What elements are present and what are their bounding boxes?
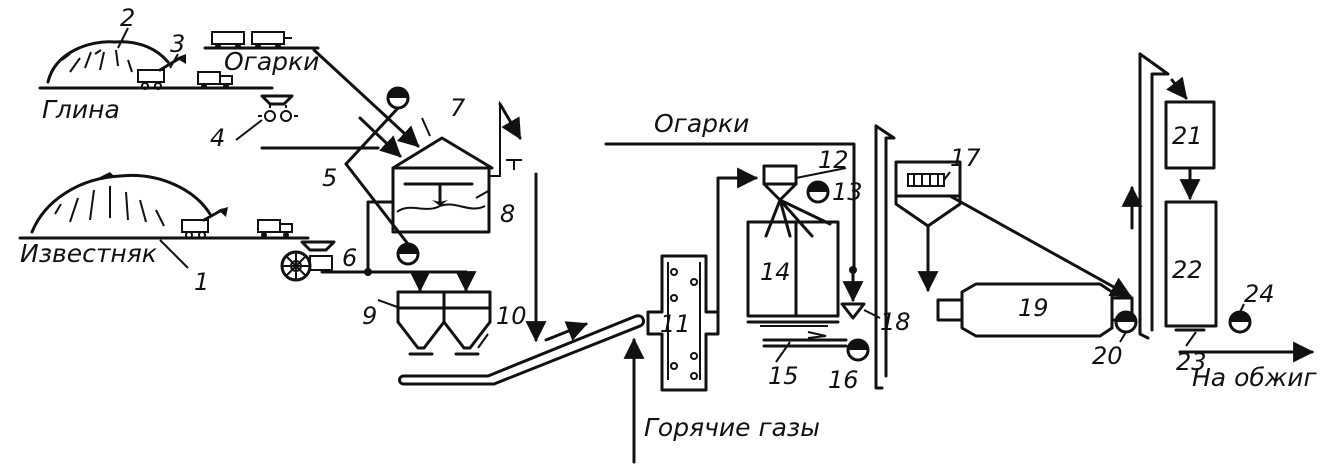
- num-9: 9: [362, 302, 377, 330]
- feeder-6: [280, 240, 336, 282]
- num-1: 1: [194, 268, 209, 296]
- excavator-clay: [137, 54, 186, 90]
- silos-9: [396, 290, 492, 356]
- num-21: 21: [1172, 122, 1203, 150]
- mill-14: [746, 198, 840, 327]
- num-7: 7: [450, 94, 466, 122]
- elevator-1: [874, 124, 896, 390]
- truck-clay: [197, 71, 233, 89]
- num-3: 3: [170, 30, 185, 58]
- num-14: 14: [760, 258, 791, 286]
- label-cinders-mid: Огарки: [654, 109, 749, 138]
- num-6: 6: [342, 244, 357, 272]
- num-17: 17: [950, 144, 981, 172]
- num-16: 16: [828, 366, 859, 394]
- num-8: 8: [500, 200, 515, 228]
- label-hot-gases: Горячие газы: [644, 413, 820, 442]
- num-10: 10: [496, 302, 527, 330]
- num-24: 24: [1244, 280, 1275, 308]
- num-11: 11: [660, 310, 691, 338]
- label-clay: Глина: [42, 95, 120, 124]
- pump-24-icon: [1228, 310, 1252, 334]
- pump-13-icon: [806, 180, 830, 204]
- num-4: 4: [210, 124, 225, 152]
- conveyor-15: [762, 331, 848, 348]
- num-12: 12: [818, 146, 849, 174]
- truck-limestone: [257, 219, 293, 238]
- num-2: 2: [120, 4, 135, 32]
- num-18: 18: [880, 308, 911, 336]
- num-15: 15: [768, 362, 799, 390]
- excavator-limestone: [181, 207, 228, 239]
- num-19: 19: [1018, 294, 1049, 322]
- pump-5b-icon: [396, 242, 420, 266]
- flow-lines: [260, 48, 1315, 464]
- feeder-4: [258, 94, 298, 122]
- pump-16-icon: [846, 338, 870, 362]
- dryer-11: [646, 254, 720, 392]
- pump-20-icon: [1114, 310, 1138, 334]
- label-limestone: Известняк: [20, 239, 157, 268]
- pump-5a-icon: [386, 86, 410, 110]
- elevator-2: [1138, 52, 1170, 340]
- label-cinders-top: Огарки: [224, 47, 319, 76]
- leader-lines: [117, 27, 1245, 363]
- num-20: 20: [1092, 342, 1123, 370]
- label-to-firing: На обжиг: [1192, 363, 1318, 392]
- num-13: 13: [832, 178, 863, 206]
- cyclone-12: [762, 164, 798, 202]
- railcars: [203, 31, 320, 50]
- bin-22: [1164, 200, 1218, 328]
- limestone-pile: [18, 172, 310, 240]
- num-23: 23: [1176, 348, 1207, 376]
- num-22: 22: [1172, 256, 1203, 284]
- num-5: 5: [322, 164, 337, 192]
- feeder-18: [840, 266, 866, 320]
